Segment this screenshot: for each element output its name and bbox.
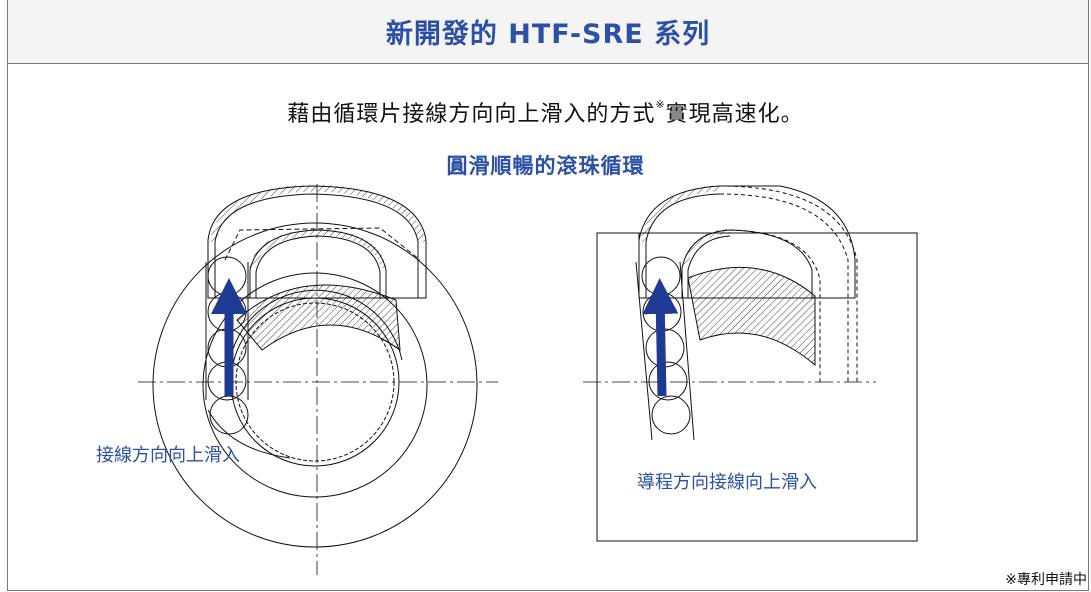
- subtitle-footnote-mark: ※: [655, 98, 666, 111]
- subtitle: 藉由循環片接線方向向上滑入的方式※實現高速化。: [0, 96, 1091, 128]
- left-tube-outer-inner: [214, 193, 419, 298]
- left-hatch-region: [236, 284, 401, 352]
- subtitle-text: 藉由循環片接線方向向上滑入的方式: [287, 102, 656, 127]
- header-bar: 新開發的 HTF-SRE 系列: [7, 0, 1089, 64]
- left-ball-5: [209, 395, 249, 435]
- right-tube-hatch-band: [640, 185, 721, 243]
- right-tube-outer: [638, 185, 856, 299]
- right-ball-4: [648, 361, 688, 401]
- right-tube-dashed-outer-2: [719, 193, 849, 382]
- right-diagram-label: 導程方向接線向上滑入: [637, 472, 817, 493]
- right-channel-right: [679, 261, 695, 441]
- left-tube-inner-hatch: [249, 228, 387, 269]
- left-outer-circle: [152, 222, 478, 548]
- left-ball-1: [207, 256, 247, 296]
- left-tube-inner-inner: [255, 235, 381, 298]
- left-diagram: [138, 184, 498, 575]
- page-title: 新開發的 HTF-SRE 系列: [385, 19, 711, 50]
- right-hatch-region: [687, 267, 816, 367]
- patent-note: ※專利申請中: [1005, 572, 1087, 588]
- left-tube-dashed: [224, 227, 421, 261]
- right-tube-inner-hatch: [681, 228, 731, 269]
- left-lower-track: [207, 409, 291, 459]
- right-channel-left: [635, 261, 653, 441]
- right-diagram: [583, 185, 918, 542]
- right-tube-dashed-inner: [729, 229, 821, 382]
- left-nut-circle: [202, 272, 428, 498]
- right-tube-inner-inner: [687, 235, 731, 298]
- right-arrow-icon: [642, 278, 679, 397]
- left-tube-hatch-band: [209, 184, 426, 243]
- right-tube-outer-inner: [645, 193, 721, 298]
- right-box: [596, 232, 918, 542]
- content-frame: [7, 0, 1089, 591]
- left-shaft-dashed: [235, 302, 395, 462]
- right-ball-1: [641, 256, 681, 296]
- right-ball-5: [651, 395, 691, 435]
- section-title: 圓滑順暢的滾珠循環: [446, 154, 645, 178]
- right-tube-dashed-outer: [719, 185, 858, 382]
- subtitle-text-after: 實現高速化。: [665, 102, 804, 127]
- left-diagram-label: 接線方向向上滑入: [96, 445, 240, 466]
